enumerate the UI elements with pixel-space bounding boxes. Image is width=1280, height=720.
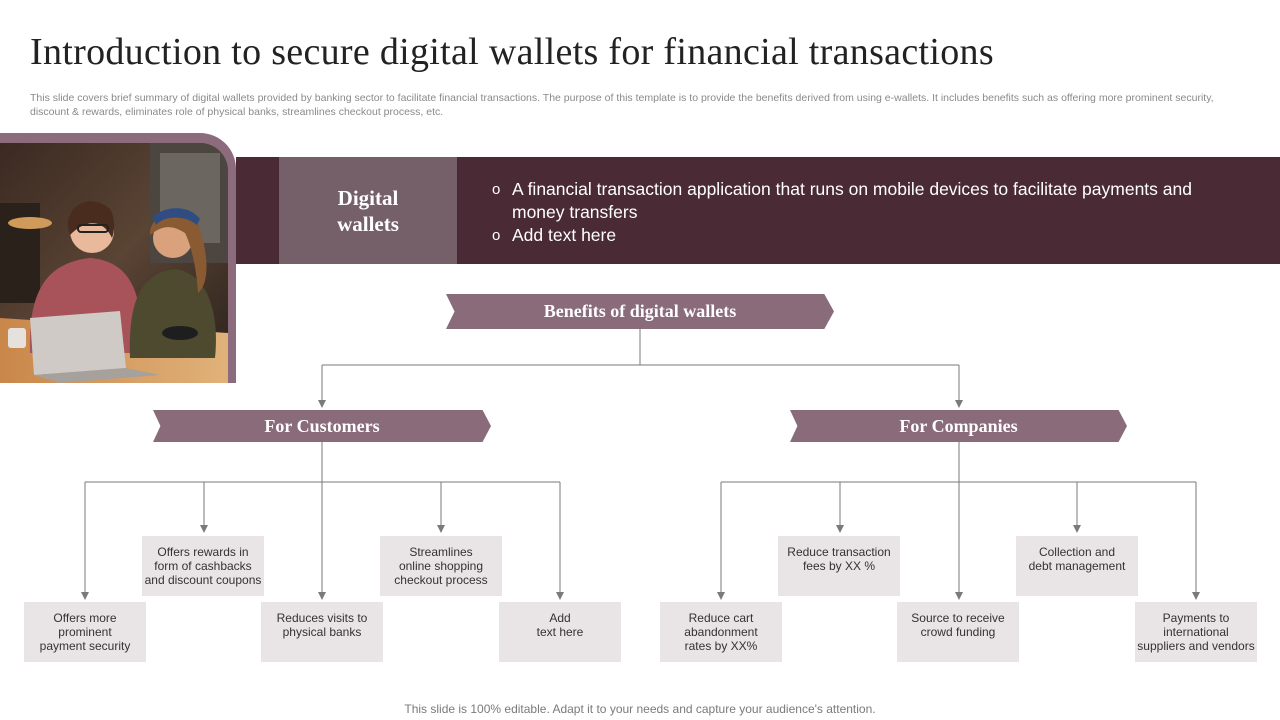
company-benefit-box: Reduce cart abandonment rates by XX% xyxy=(660,602,782,662)
company-benefit-box: Reduce transaction fees by XX % xyxy=(778,536,900,596)
customers-header: For Customers xyxy=(153,410,491,442)
customer-benefit-box: Add text here xyxy=(499,602,621,662)
benefits-header: Benefits of digital wallets xyxy=(446,294,834,329)
bullet-marker: o xyxy=(492,181,501,198)
customer-benefit-box: Reduces visits to physical banks xyxy=(261,602,383,662)
bullet-item: o A financial transaction application th… xyxy=(492,178,1232,224)
bullet-item: o Add text here xyxy=(492,224,1232,247)
definition-bullets: o A financial transaction application th… xyxy=(492,178,1232,247)
bullet-marker: o xyxy=(492,227,501,244)
company-benefit-box: Collection and debt management xyxy=(1016,536,1138,596)
company-benefit-box: Payments to international suppliers and … xyxy=(1135,602,1257,662)
bullet-text: A financial transaction application that… xyxy=(512,179,1192,222)
footer-note: This slide is 100% editable. Adapt it to… xyxy=(404,702,876,716)
page-title: Introduction to secure digital wallets f… xyxy=(30,31,994,73)
customer-benefit-box: Offers more prominent payment security xyxy=(24,602,146,662)
photo-illustration xyxy=(0,143,228,383)
customer-benefit-box: Offers rewards in form of cashbacks and … xyxy=(142,536,264,596)
banner-label-text: Digital wallets xyxy=(337,185,399,236)
photo-two-women-laptop xyxy=(0,143,228,383)
banner-label: Digital wallets xyxy=(279,157,457,264)
photo-frame xyxy=(0,133,236,383)
customer-benefit-box: Streamlines online shopping checkout pro… xyxy=(380,536,502,596)
page-subtitle: This slide covers brief summary of digit… xyxy=(30,92,1214,118)
company-benefit-box: Source to receive crowd funding xyxy=(897,602,1019,662)
companies-header: For Companies xyxy=(790,410,1127,442)
bullet-text: Add text here xyxy=(512,225,617,245)
